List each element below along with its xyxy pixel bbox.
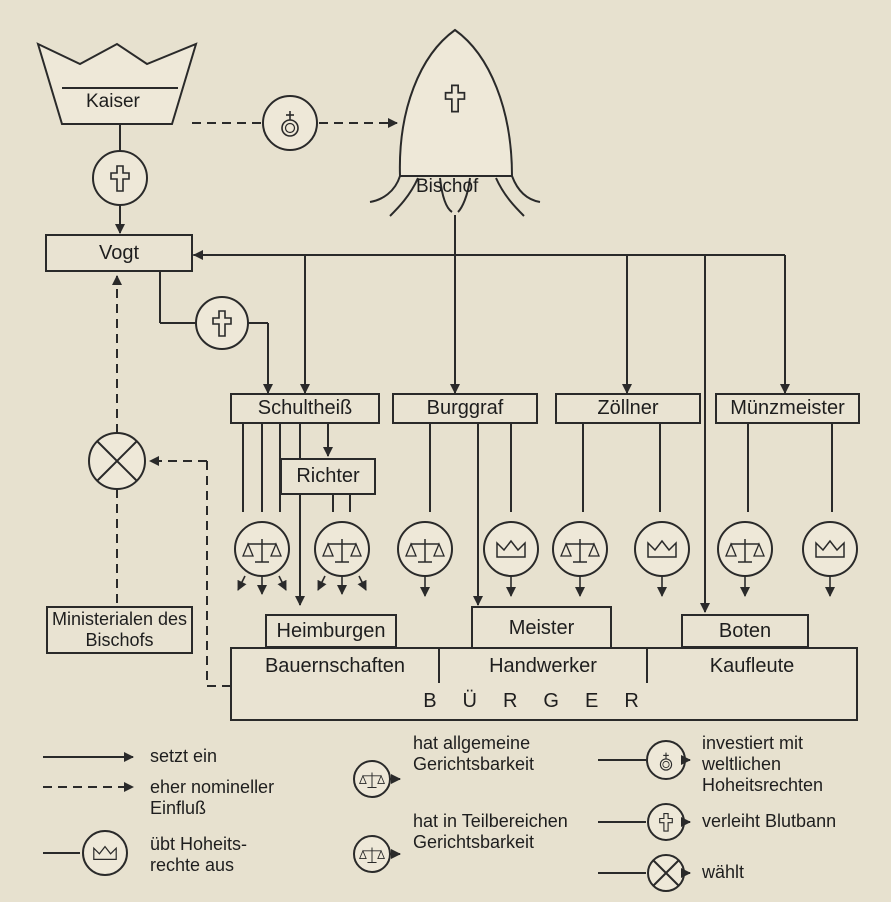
bischof-label: Bischof <box>416 176 479 197</box>
legend-investiert: investiert mit weltlichen Hoheitsrechten <box>702 733 824 796</box>
schultheiss-label: Schultheiß <box>257 397 353 419</box>
ministerialen-label: Ministerialen des Bischofs <box>51 609 188 650</box>
handwerker-label: Handwerker <box>489 654 597 677</box>
bischof-mitre-icon <box>398 28 514 177</box>
buerger-box: BÜRGER <box>230 683 858 721</box>
heimburgen-box: Heimburgen <box>265 614 397 648</box>
richter-box: Richter <box>280 458 376 495</box>
bauernschaften-label: Bauernschaften <box>264 654 406 677</box>
kaiser-label: Kaiser <box>86 91 140 112</box>
blutbann-cross-icon-2 <box>195 296 249 350</box>
burggraf-label: Burggraf <box>426 397 504 419</box>
bauernschaften-box: Bauernschaften <box>230 647 440 685</box>
blutbann-cross-icon <box>92 150 148 206</box>
vogt-label: Vogt <box>98 241 140 264</box>
legend-teilbereiche: hat in Teilbereichen Gerichtsbarkeit <box>413 811 568 853</box>
buerger-label: BÜRGER <box>423 689 665 712</box>
legend-hoheitsrechte: übt Hoheits-rechte aus <box>150 834 248 876</box>
boten-label: Boten <box>718 619 772 642</box>
legend-setzt-ein: setzt ein <box>150 746 218 766</box>
legend-blutbann: verleiht Blutbann <box>702 811 837 831</box>
legend-orb-icon <box>646 740 686 780</box>
kaufleute-label: Kaufleute <box>709 654 795 677</box>
legend-allgemeine: hat allgemeine Gerichtsbarkeit <box>413 733 535 775</box>
zoellner-label: Zöllner <box>597 397 659 419</box>
ministerialen-box: Ministerialen des Bischofs <box>46 606 193 654</box>
schultheiss-box: Schultheiß <box>230 393 380 424</box>
heimburgen-label: Heimburgen <box>276 619 386 642</box>
handwerker-box: Handwerker <box>438 647 648 685</box>
boten-box: Boten <box>681 614 809 648</box>
legend-crown-icon <box>82 830 128 876</box>
muenzmeister-box: Münzmeister <box>715 393 860 424</box>
meister-box: Meister <box>471 606 612 650</box>
sovereignty-crown-icon-2 <box>634 521 690 577</box>
vogt-box: Vogt <box>45 234 193 272</box>
legend-waehlt: wählt <box>702 862 745 882</box>
zoellner-box: Zöllner <box>555 393 701 424</box>
richter-label: Richter <box>296 465 360 487</box>
legend-cross-icon <box>647 803 685 841</box>
sovereignty-crown-icon-3 <box>802 521 858 577</box>
meister-label: Meister <box>508 616 575 639</box>
sovereignty-crown-icon-1 <box>483 521 539 577</box>
muenzmeister-label: Münzmeister <box>730 397 845 419</box>
burggraf-box: Burggraf <box>392 393 538 424</box>
legend-nominell: eher nomineller Einfluß <box>150 777 275 819</box>
kaiser-crown-icon <box>36 42 198 125</box>
kaufleute-box: Kaufleute <box>646 647 858 685</box>
